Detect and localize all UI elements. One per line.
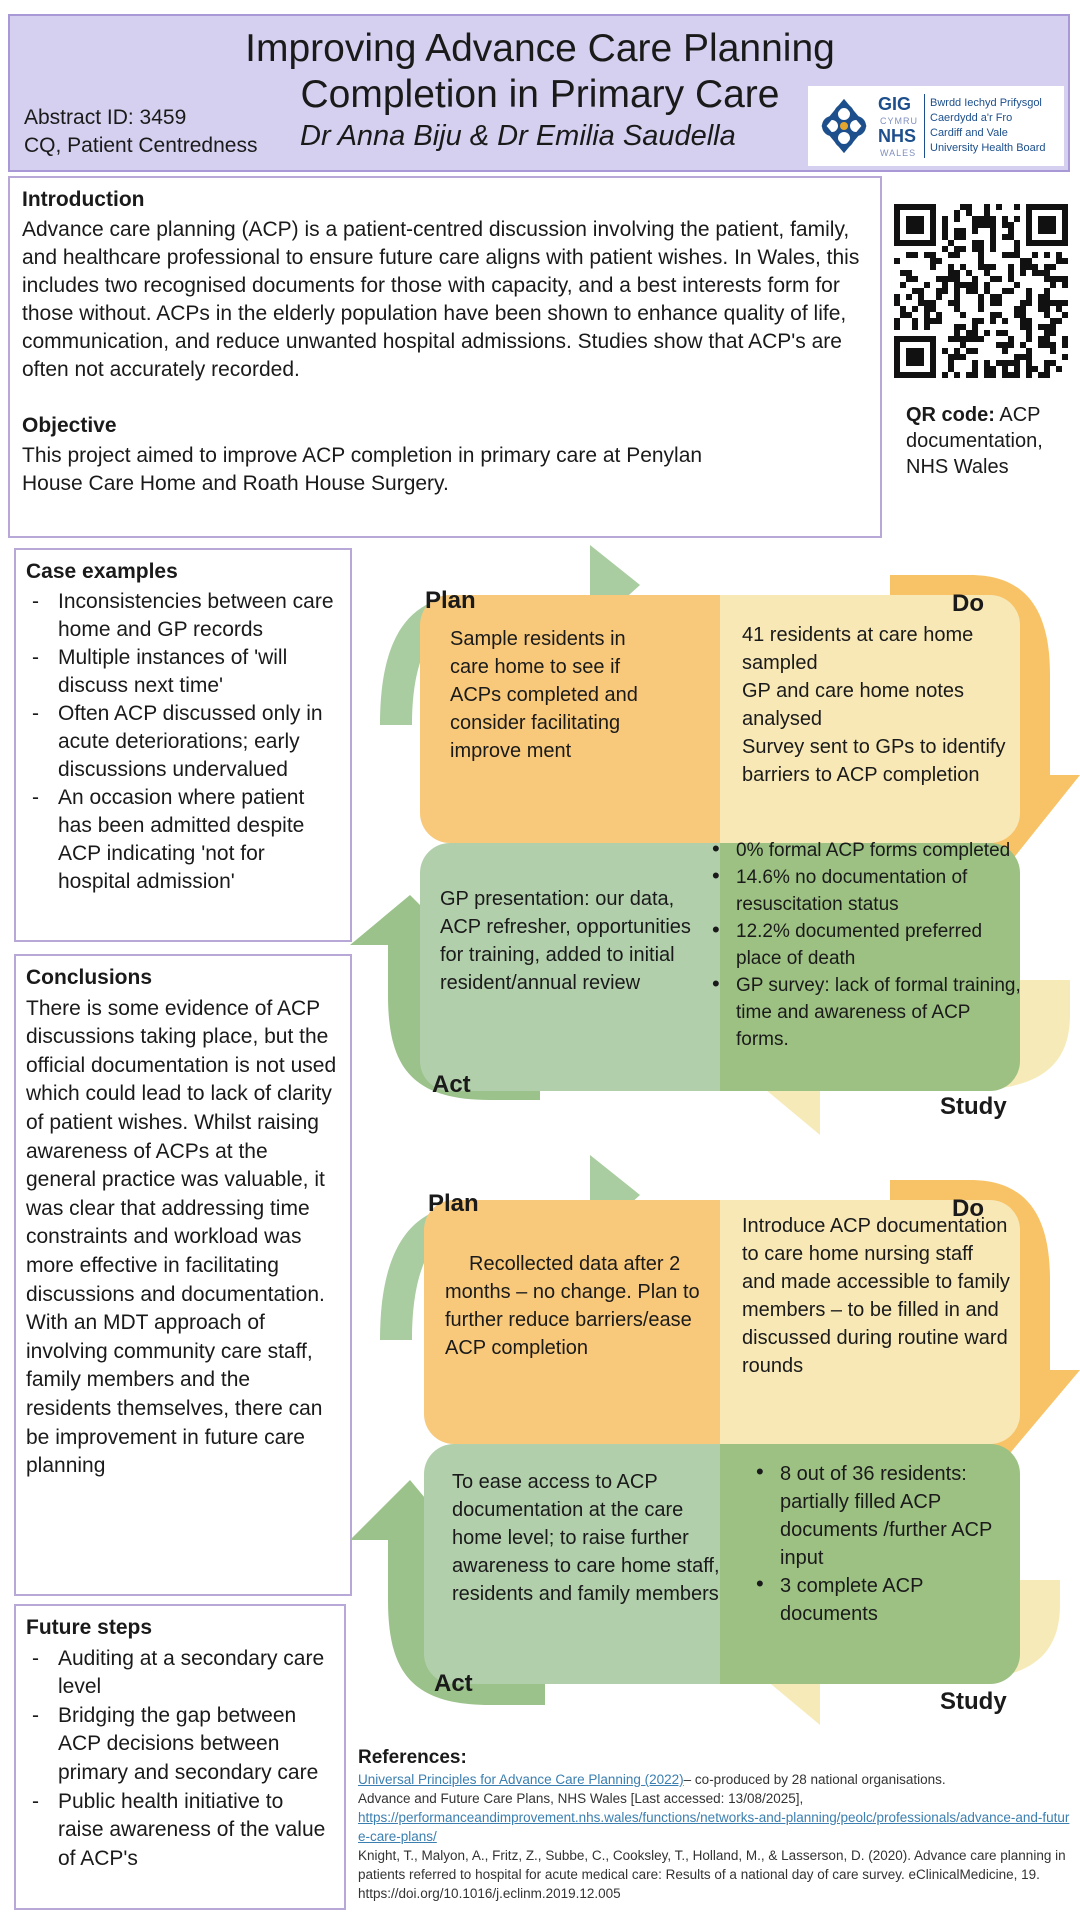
- cycle-2-act-box: [424, 1444, 720, 1684]
- cycle-1-plan-label: Plan: [425, 587, 476, 614]
- list-item: Auditing at a secondary care level: [26, 1645, 334, 1702]
- list-item: 14.6% no documentation of resuscitation …: [708, 864, 1028, 918]
- future-steps-panel: Future steps Auditing at a secondary car…: [14, 1604, 346, 1910]
- cycle-2-plan-box: [424, 1200, 720, 1444]
- introduction-panel: Introduction Advance care planning (ACP)…: [8, 176, 882, 538]
- logo-line-2: Caerdydd a'r Fro: [930, 112, 1013, 124]
- cycle-2-do-box: [720, 1200, 1020, 1444]
- category: CQ, Patient Centredness: [24, 134, 258, 157]
- introduction-body: Advance care planning (ACP) is a patient…: [22, 218, 860, 381]
- cycle-1-do-label: Do: [952, 590, 984, 617]
- objective-heading: Objective: [22, 414, 117, 437]
- list-item: Often ACP discussed only in acute deteri…: [26, 700, 340, 784]
- conclusions-heading: Conclusions: [26, 966, 153, 989]
- conclusions-body: There is some evidence of ACP discussion…: [26, 996, 337, 1478]
- cycle-1-do-box: [720, 595, 1020, 843]
- list-item: 0% formal ACP forms completed: [708, 837, 1028, 864]
- logo-divider: [924, 94, 925, 158]
- title-line-1: Improving Advance Care Planning: [245, 27, 835, 70]
- references-heading: References:: [358, 1747, 467, 1768]
- reference-2-link-wrap: https://performanceandimprovement.nhs.wa…: [358, 1808, 1074, 1846]
- logo-gig: GIG: [878, 94, 912, 114]
- future-steps-list: Auditing at a secondary care level Bridg…: [26, 1645, 334, 1874]
- list-item: GP survey: lack of formal training, time…: [708, 972, 1028, 1053]
- case-examples-heading: Case examples: [26, 560, 178, 583]
- reference-2-link[interactable]: https://performanceandimprovement.nhs.wa…: [358, 1810, 1070, 1844]
- qr-caption-text: ACP documentation, NHS Wales: [906, 404, 1043, 478]
- logo-cymru: CYMRU: [880, 116, 918, 126]
- cycle-1-do-text: 41 residents at care home sampled GP and…: [742, 624, 1006, 786]
- pdsa-cycle-1: Plan Do Study Act Sample residents in ca…: [350, 545, 1080, 1145]
- cycle-1-act-label: Act: [432, 1071, 471, 1098]
- reference-1: Universal Principles for Advance Care Pl…: [358, 1770, 1074, 1789]
- list-item: Multiple instances of 'will discuss next…: [26, 644, 340, 700]
- qr-caption-bold: QR code:: [906, 404, 995, 426]
- list-item: 3 complete ACP documents: [752, 1572, 992, 1628]
- reference-2: Advance and Future Care Plans, NHS Wales…: [358, 1791, 804, 1806]
- abstract-id: Abstract ID: 3459: [24, 106, 187, 129]
- list-item: Bridging the gap between ACP decisions b…: [26, 1702, 334, 1788]
- logo-wales: WALES: [880, 148, 917, 158]
- act-arrow-shape: [350, 895, 540, 1100]
- list-item: 12.2% documented preferred place of deat…: [708, 918, 1028, 972]
- cycle-1-plan-box: [420, 595, 720, 843]
- cycle-1-act-text: GP presentation: our data, ACP refresher…: [440, 888, 691, 994]
- logo-text: Bwrdd Iechyd Prifysgol Caerdydd a'r Fro …: [930, 96, 1046, 156]
- logo-line-1: Bwrdd Iechyd Prifysgol: [930, 97, 1042, 109]
- cycle-2-plan-text: Recollected data after 2 months – no cha…: [445, 1253, 700, 1359]
- future-steps-heading: Future steps: [26, 1616, 153, 1639]
- list-item: Public health initiative to raise awaren…: [26, 1788, 334, 1874]
- case-examples-panel: Case examples Inconsistencies between ca…: [14, 548, 352, 942]
- list-item: An occasion where patient has been admit…: [26, 784, 340, 896]
- cycle-1-study-label: Study: [940, 1093, 1007, 1120]
- title-line-2: Completion in Primary Care: [300, 73, 780, 116]
- list-item: Inconsistencies between care home and GP…: [26, 588, 340, 644]
- cycle-2-act-label: Act: [434, 1670, 473, 1697]
- reference-1-text: – co-produced by 28 national organisatio…: [683, 1772, 946, 1787]
- logo-line-4: University Health Board: [930, 142, 1046, 154]
- celtic-knot-icon: [821, 98, 867, 154]
- introduction-heading: Introduction: [22, 188, 145, 211]
- logo-line-3: Cardiff and Vale: [930, 127, 1008, 139]
- authors: Dr Anna Biju & Dr Emilia Saudella: [300, 120, 736, 152]
- cycle-1-study-list: 0% formal ACP forms completed 14.6% no d…: [708, 837, 1028, 1053]
- qr-code-icon[interactable]: [890, 196, 1072, 392]
- cycle-2-act-text: To ease access to ACP documentation at t…: [452, 1471, 720, 1605]
- pdsa-cycle-2: Plan Do Study Act Recollected data after…: [350, 1150, 1080, 1730]
- reference-1-link[interactable]: Universal Principles for Advance Care Pl…: [358, 1772, 684, 1787]
- cycle-1-plan-text: Sample residents in care home to see if …: [450, 628, 638, 762]
- qr-caption: QR code: ACP documentation, NHS Wales: [906, 402, 1076, 480]
- cycle-2-plan-label: Plan: [428, 1190, 479, 1217]
- health-board-logo: GIG CYMRU NHS WALES Bwrdd Iechyd Prifysg…: [808, 86, 1064, 166]
- references: References: Universal Principles for Adv…: [358, 1746, 1074, 1903]
- case-examples-list: Inconsistencies between care home and GP…: [26, 588, 340, 896]
- cycle-2-do-text: Introduce ACP documentation to care home…: [742, 1215, 1010, 1377]
- act-arrow-shape: [350, 1480, 545, 1705]
- logo-nhs: NHS: [878, 126, 917, 146]
- cycle-1-act-box: [420, 843, 720, 1091]
- list-item: 8 out of 36 residents: partially filled …: [752, 1460, 992, 1572]
- cycle-2-study-label: Study: [940, 1688, 1007, 1715]
- cycle-2-do-label: Do: [952, 1195, 984, 1222]
- reference-3: Knight, T., Malyon, A., Fritz, Z., Subbe…: [358, 1848, 1066, 1901]
- poster-title: Improving Advance Care Planning Completi…: [160, 26, 920, 118]
- conclusions-panel: Conclusions There is some evidence of AC…: [14, 954, 352, 1596]
- objective-body: This project aimed to improve ACP comple…: [22, 444, 703, 495]
- header-banner: Improving Advance Care Planning Completi…: [8, 14, 1070, 172]
- cycle-2-study-list: 8 out of 36 residents: partially filled …: [752, 1460, 992, 1628]
